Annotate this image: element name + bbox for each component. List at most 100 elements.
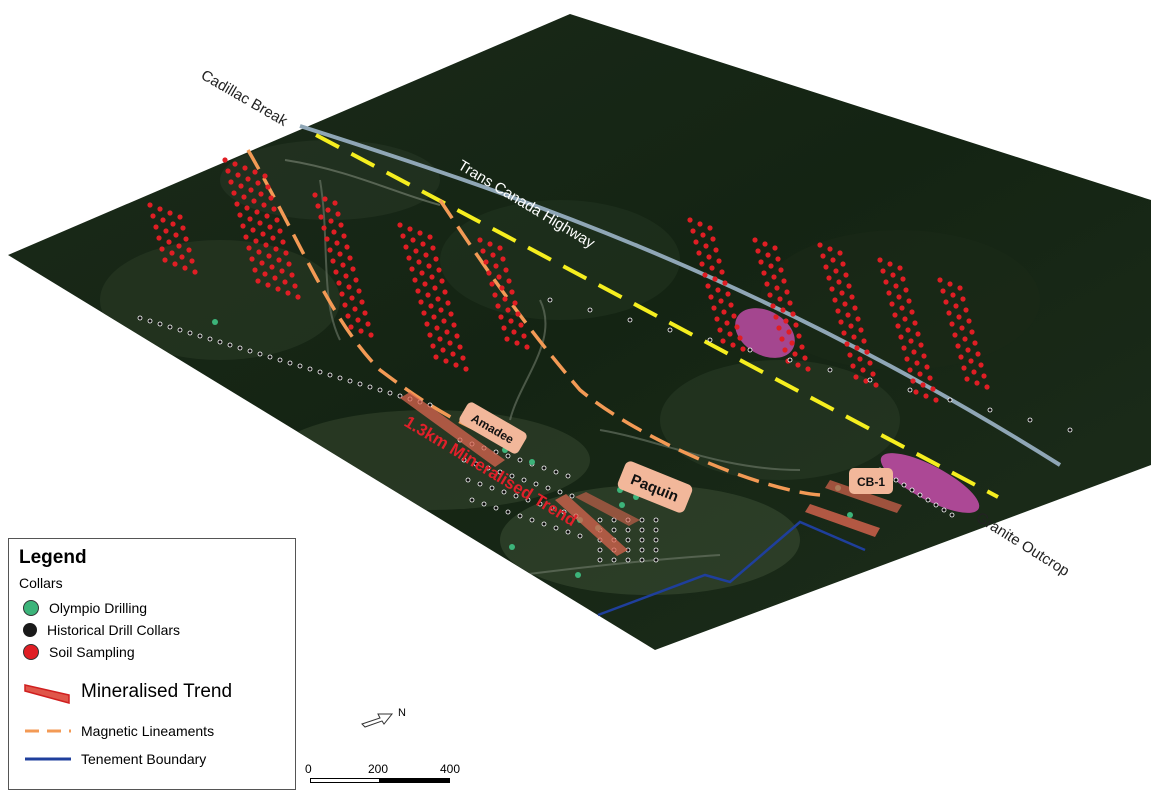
sample-point [587,307,593,313]
sample-point [877,257,883,263]
sample-point [765,252,771,258]
sample-point [840,261,846,267]
sample-point [252,267,258,273]
sample-point [639,517,645,523]
sample-point [907,367,913,373]
sample-point [708,294,714,300]
sample-point [793,322,799,328]
sample-point [257,220,263,226]
sample-point [653,557,659,563]
sample-point [968,358,974,364]
sample-point [266,253,272,259]
highway-road [299,124,1062,467]
sample-point [758,259,764,265]
sample-point [971,369,977,375]
sample-point [340,262,346,268]
sample-point [849,294,855,300]
sample-point [425,292,431,298]
sample-point [965,347,971,353]
granite-outcrop-label: Granite Outcrop [973,509,1073,580]
sample-point [734,324,740,330]
sample-point [426,263,432,269]
sample-point [356,288,362,294]
sample-point [782,347,788,353]
sample-point [341,233,347,239]
sample-point [256,249,262,255]
sample-point [625,537,631,543]
sample-point [761,270,767,276]
sample-point [285,290,291,296]
sample-point [338,222,344,228]
sample-point [417,230,423,236]
sample-point [342,302,348,308]
sample-point [262,173,268,179]
sample-point [343,273,349,279]
sample-point [277,357,283,363]
sample-point [451,322,457,328]
sample-point [899,305,905,311]
sample-point [183,236,189,242]
tenement-swatch-icon [25,757,71,761]
sample-point [722,280,728,286]
sample-point [153,224,159,230]
sample-point [416,259,422,265]
cb1-badge[interactable]: CB-1 [849,468,893,494]
sample-point [292,283,298,289]
sample-point [833,268,839,274]
sample-point [170,221,176,227]
sample-point [489,281,495,287]
sample-point [805,366,811,372]
sample-point [279,268,285,274]
sample-point [307,366,313,372]
sample-point [157,206,163,212]
sample-point [533,481,539,487]
sample-point [984,384,990,390]
sample-point [829,286,835,292]
sample-point [767,292,773,298]
sample-point [409,266,415,272]
soil-sampling-points [147,157,990,403]
sample-point [277,228,283,234]
sample-point [611,557,617,563]
sample-point [867,377,873,383]
sample-point [850,363,856,369]
sample-point [413,248,419,254]
sample-point [955,343,961,349]
sample-point [839,290,845,296]
sample-point [270,235,276,241]
sample-point [719,269,725,275]
sample-point [492,292,498,298]
sample-point [346,284,352,290]
sample-point [705,283,711,289]
sample-point [267,224,273,230]
sample-point [958,354,964,360]
sample-point [545,485,551,491]
sample-point [653,537,659,543]
sample-point [887,261,893,267]
sample-point [271,206,277,212]
sample-point [445,300,451,306]
sample-point [597,547,603,553]
sample-point [327,372,333,378]
olympio-swatch-icon [23,600,39,616]
sample-point [427,234,433,240]
sample-point [481,501,487,507]
sample-point [172,261,178,267]
sample-point [781,278,787,284]
sample-point [504,336,510,342]
sample-point [173,232,179,238]
sample-point [182,265,188,271]
sample-point [847,512,853,518]
sample-point [250,227,256,233]
sample-point [177,214,183,220]
sample-point [162,257,168,263]
sample-point [280,239,286,245]
sample-point [947,397,953,403]
sample-point [912,320,918,326]
sample-point [477,481,483,487]
sample-point [972,340,978,346]
sample-point [268,195,274,201]
sample-point [709,265,715,271]
sample-point [244,205,250,211]
